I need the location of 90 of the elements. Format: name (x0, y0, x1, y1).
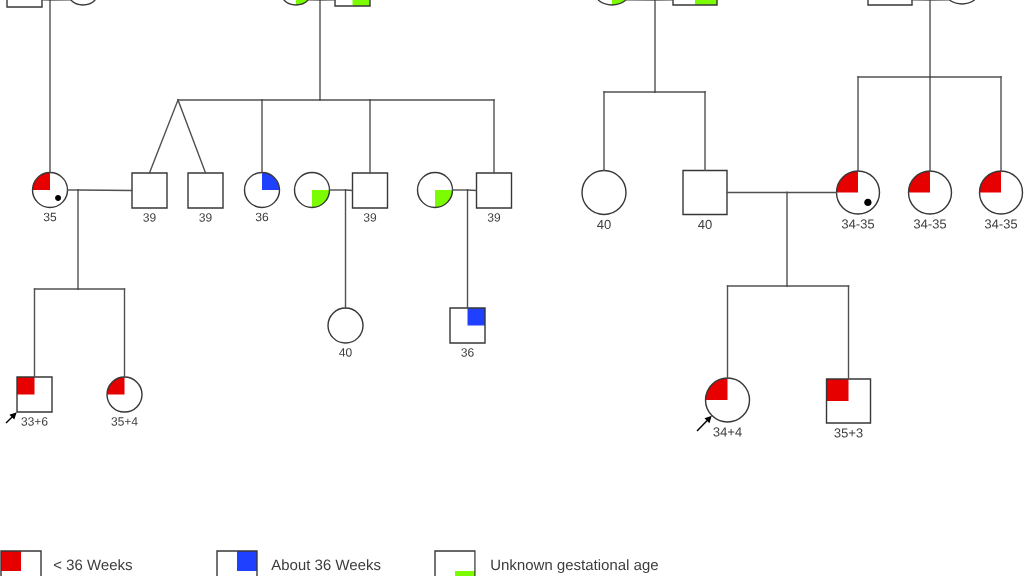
connector-line (625, 0, 656, 1)
connector-line (319, 0, 321, 101)
connector-line (369, 99, 495, 101)
connector-line (929, 76, 931, 172)
connector-line (177, 99, 207, 174)
circle-symbol (978, 170, 1024, 215)
connector-line (261, 99, 321, 101)
connector-line (319, 99, 371, 101)
connector-line (177, 99, 263, 101)
connector-line (33, 288, 36, 378)
connector-line (603, 91, 656, 93)
circle-symbol (283, 0, 309, 6)
connector-line (911, 0, 931, 1)
connector-line (654, 0, 656, 93)
square-symbol (475, 172, 513, 209)
square-symbol (351, 172, 389, 209)
connector-line (307, 0, 321, 1)
circle-symbol (597, 0, 627, 6)
age-label: 35+3 (834, 428, 863, 438)
connector-line (857, 76, 931, 78)
age-label: 36 (255, 212, 269, 222)
circle-symbol (907, 170, 953, 215)
age-label: 40 (698, 219, 712, 230)
connector-line (726, 285, 729, 379)
connector-line (67, 189, 79, 191)
square-symbol (682, 169, 728, 216)
connector-line (786, 191, 788, 287)
circle-symbol (327, 307, 364, 344)
connector-line (466, 189, 477, 192)
arrow (5, 412, 17, 424)
connector-line (929, 0, 931, 78)
connector-line (929, 76, 1002, 78)
connector-line (466, 189, 469, 309)
age-label: 33+6 (21, 417, 48, 426)
square-symbol (449, 307, 486, 344)
connector-line (857, 76, 859, 172)
circle-symbol (581, 169, 627, 216)
legend-label: About 36 Weeks (271, 559, 381, 571)
connector-line (344, 189, 353, 192)
age-label: 35+4 (111, 417, 138, 426)
connector-line (786, 191, 837, 194)
circle-symbol (293, 171, 331, 209)
legend-label: Unknown gestational age (491, 559, 658, 574)
connector-line (786, 285, 850, 287)
connector-line (847, 285, 850, 380)
age-label: 35 (43, 212, 57, 222)
connector-line (344, 189, 347, 309)
age-label: 34-35 (984, 219, 1018, 229)
connector-line (493, 99, 495, 174)
circle-symbol (704, 377, 751, 423)
connector-line (603, 91, 605, 171)
square-symbol (825, 378, 872, 424)
age-label: 34-35 (913, 219, 947, 229)
square-symbol (334, 0, 371, 7)
connector-line (654, 0, 674, 1)
age-label: 39 (199, 213, 212, 222)
connector-line (319, 0, 336, 1)
square-symbol (187, 172, 224, 209)
connector-line (49, 0, 72, 1)
legend-label: < 36 Weeks (53, 559, 132, 571)
connector-line (77, 288, 126, 290)
circle-symbol (243, 171, 281, 209)
age-label: 34-35 (841, 219, 875, 229)
square-symbol (16, 376, 53, 413)
age-label: 39 (363, 213, 377, 222)
connector-line (123, 288, 126, 378)
age-label: 40 (597, 219, 611, 230)
age-label: 40 (339, 348, 352, 357)
age-label: 39 (487, 213, 501, 222)
connector-line (33, 288, 79, 290)
connector-line (726, 191, 788, 194)
connector-line (726, 285, 788, 287)
connector-line (1000, 76, 1002, 172)
age-label: 36 (461, 348, 474, 357)
connector-line (77, 189, 133, 192)
square-symbol (672, 0, 718, 6)
connector-line (654, 91, 706, 93)
connector-line (369, 99, 371, 174)
age-label: 34+4 (713, 427, 742, 437)
connector-line (929, 0, 950, 1)
connector-line (452, 189, 469, 191)
square-symbol (131, 172, 168, 209)
connector-line (77, 189, 79, 290)
connector-line (261, 99, 263, 173)
circle-symbol (106, 376, 143, 413)
connector-line (148, 99, 179, 174)
circle-symbol (416, 171, 454, 209)
age-label: 39 (143, 213, 156, 222)
connector-line (329, 189, 347, 191)
connector-line (704, 91, 706, 171)
